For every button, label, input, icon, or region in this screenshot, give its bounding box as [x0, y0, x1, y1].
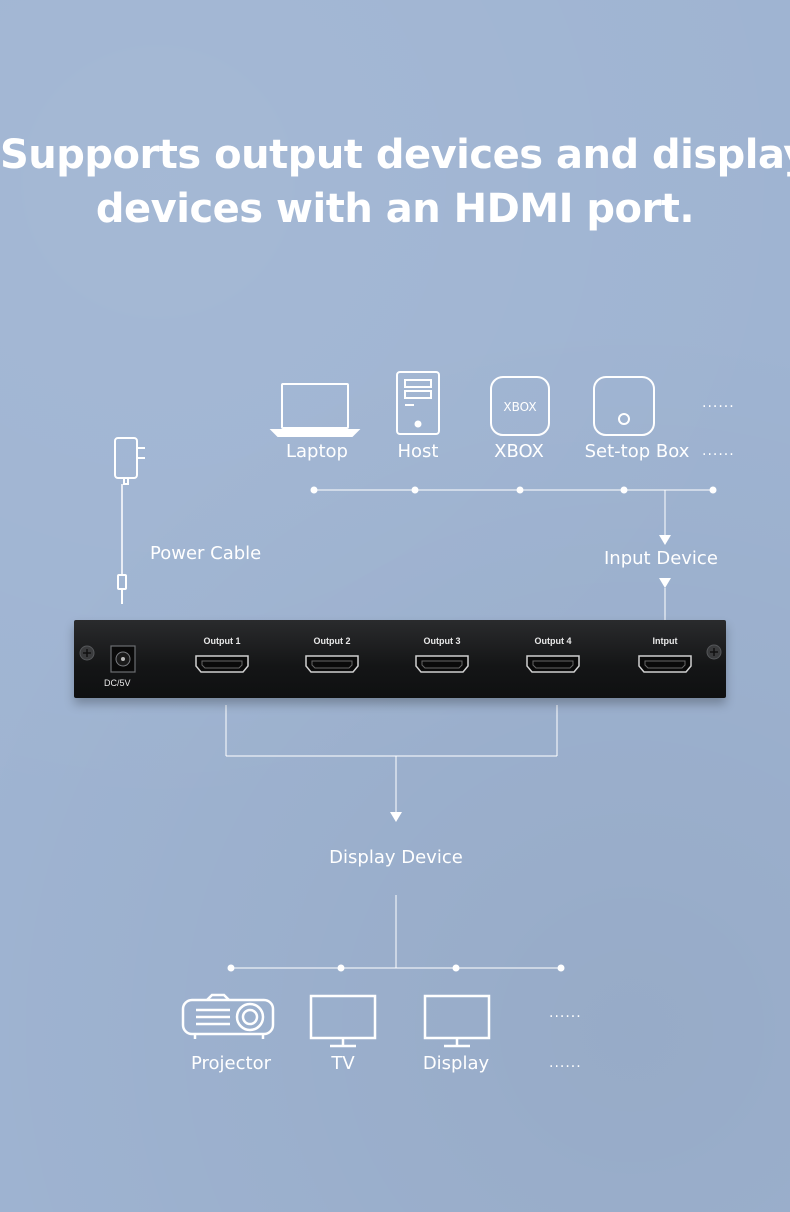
display-label-more-ellipsis: ...... — [549, 1055, 582, 1071]
hdmi-port-icon — [415, 655, 469, 673]
xbox-icon-text: XBOX — [503, 400, 536, 414]
port-label-output-4: Output 4 — [534, 636, 572, 646]
hdmi-port-icon — [526, 655, 580, 673]
input-bus — [310, 486, 717, 620]
set-top-box-icon — [593, 376, 655, 436]
display-device-label-projector: Projector — [191, 1053, 271, 1074]
display-more-ellipsis: ...... — [549, 1005, 582, 1021]
display-device-label-display: Display — [422, 1053, 490, 1074]
hdmi-port-icon — [638, 655, 692, 673]
screw-icon — [79, 645, 95, 661]
desktop-host-icon — [396, 371, 440, 435]
tv-icon — [309, 994, 377, 1048]
dc-power-jack-icon — [110, 645, 136, 673]
headline: Supports output devices and display devi… — [0, 128, 790, 236]
input-label-more-ellipsis: ...... — [702, 443, 735, 459]
headline-line-1: Supports output devices and display — [0, 132, 790, 178]
output-bus — [225, 705, 558, 812]
input-more-ellipsis: ...... — [702, 395, 735, 411]
hdmi-port-icon — [305, 655, 359, 673]
port-label-output-3: Output 3 — [423, 636, 461, 646]
hdmi-port-icon — [195, 655, 249, 673]
input-device-label-host: Host — [397, 441, 439, 462]
panel-hardware — [79, 644, 722, 673]
xbox-icon: XBOX — [490, 376, 550, 436]
screw-icon — [706, 644, 722, 660]
port-label-output-2: Output 2 — [313, 636, 351, 646]
dc-5v-label: DC/5V — [104, 678, 131, 688]
power-adapter-icon — [114, 437, 145, 604]
input-device-label-laptop: Laptop — [286, 441, 348, 462]
input-device-label-set-top-box: Set-top Box — [584, 441, 690, 462]
headline-line-2: devices with an HDMI port. — [95, 186, 695, 232]
port-label-output-1: Output 1 — [203, 636, 241, 646]
input-device-label-xbox: XBOX — [494, 441, 544, 462]
laptop-icon — [269, 383, 361, 437]
projector-icon — [181, 993, 275, 1039]
display-device-label: Display Device — [329, 847, 463, 868]
port-label-input: Intput — [652, 636, 678, 646]
display-arrow — [390, 812, 402, 822]
display-bus — [227, 895, 565, 972]
input-device-label: Input Device — [604, 548, 718, 569]
hdmi-splitter-panel: Output 1 Output 2 Output 3 Output 4 Intp… — [74, 620, 726, 698]
power-cable-label: Power Cable — [150, 543, 262, 564]
monitor-icon — [423, 994, 491, 1048]
display-device-label-tv: TV — [331, 1053, 355, 1074]
